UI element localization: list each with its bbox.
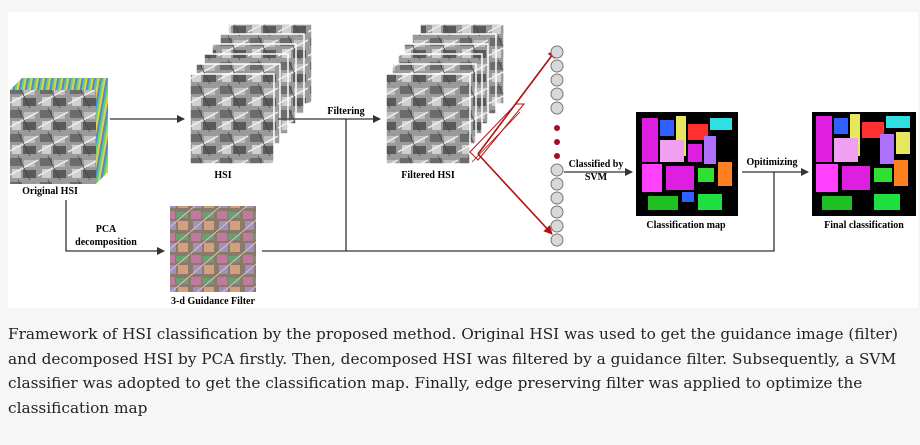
diagram-canvas: Original HSI HSI Filtered HSI Filtering … [10,23,916,307]
guidance-filter-label: 3-d Guidance Filter [171,296,255,307]
classification-map-label: Classification map [646,220,726,231]
optimizing-label: Opitimizing [746,157,797,168]
arrow-to-top-node [477,49,557,155]
final-classification-label: Final classification [824,220,904,231]
svm-label-line1: Classified by [569,159,624,170]
figure-caption: Framework of HSI classification by the p… [8,325,898,417]
filtering-label: Filtering [327,106,364,117]
pca-label-line1: PCA [96,224,117,235]
final-classification-image [812,112,916,216]
hsi-label: HSI [214,170,231,181]
arrow-to-bottom-node [477,153,553,235]
framework-diagram: Original HSI HSI Filtered HSI Filtering … [8,12,918,308]
classification-map-image [636,112,738,216]
svm-label-line2: SVM [585,172,608,183]
filtered-hsi-stack [385,23,526,165]
guidance-feed-line [262,172,775,252]
original-hsi-cube [10,78,108,184]
guidance-filter-image [170,206,256,292]
feature-node-column [550,45,564,247]
original-hsi-label: Original HSI [22,186,78,197]
pca-label-line2: decomposition [75,237,137,248]
filtered-hsi-label: Filtered HSI [401,170,455,181]
arrow-pca [65,200,165,255]
hsi-stack [189,23,313,165]
